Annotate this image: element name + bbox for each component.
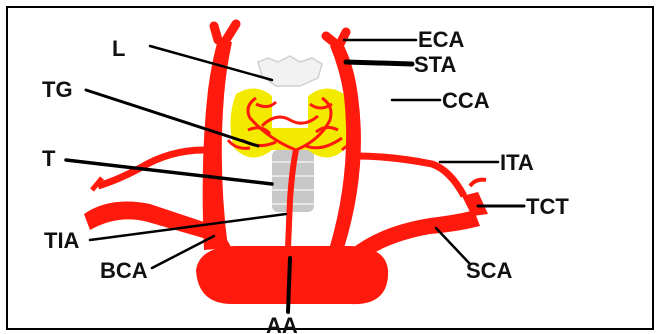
label-CCA: CCA	[442, 88, 490, 113]
label-TG: TG	[42, 77, 73, 102]
label-STA: STA	[414, 52, 456, 77]
label-SCA: SCA	[466, 258, 513, 283]
label-BCA: BCA	[100, 258, 148, 283]
label-ITA: ITA	[500, 150, 534, 175]
larynx	[258, 56, 322, 86]
leader-SCA	[436, 228, 470, 264]
leader-STA	[346, 62, 412, 64]
common-carotid-left	[203, 40, 232, 250]
label-TCT: TCT	[526, 194, 569, 219]
label-TIA: TIA	[44, 228, 80, 253]
label-T: T	[42, 146, 56, 171]
label-L: L	[112, 36, 125, 61]
label-AA: AA	[266, 313, 298, 334]
leader-AA	[288, 258, 290, 312]
label-ECA: ECA	[418, 27, 465, 52]
